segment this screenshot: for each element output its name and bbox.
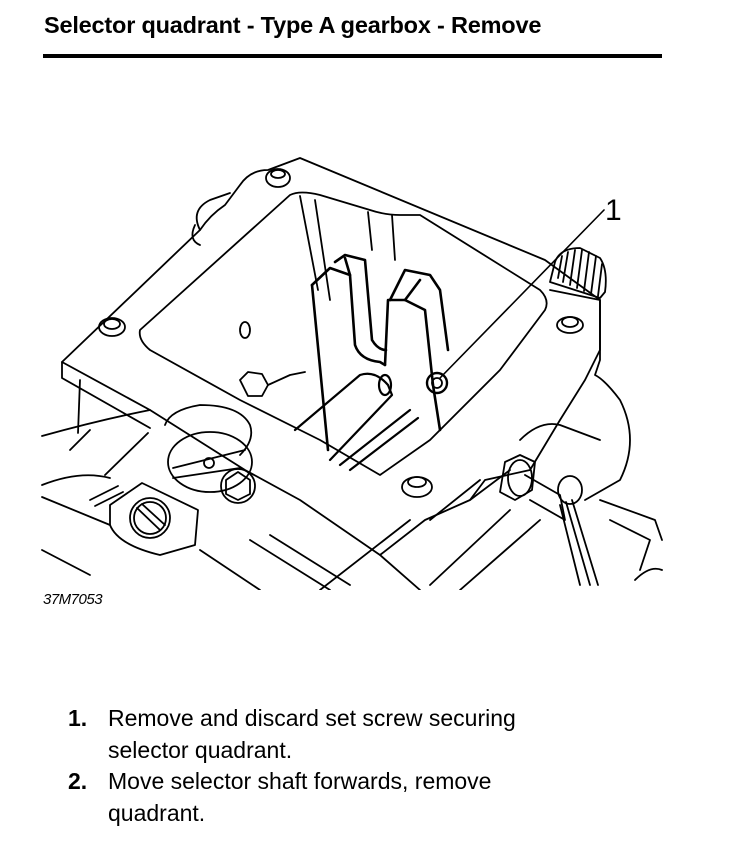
right-bracket xyxy=(519,289,663,581)
selector-quadrant xyxy=(310,253,450,452)
step-text: Move selector shaft forwards, remove qua… xyxy=(108,768,492,826)
breather-nut xyxy=(499,454,599,586)
step-number: 1. xyxy=(68,705,88,731)
title-underline xyxy=(43,54,662,58)
splined-shaft xyxy=(549,247,607,299)
page-title: Selector quadrant - Type A gearbox - Rem… xyxy=(44,12,542,38)
step-text: Remove and discard set screw securing se… xyxy=(108,705,516,763)
figure-reference: 37M7053 xyxy=(43,591,103,608)
callout-label-1: 1 xyxy=(605,194,622,227)
casing-lines-bottom xyxy=(199,469,541,590)
gearbox-illustration: 1 xyxy=(40,150,665,590)
slotted-plug xyxy=(109,482,199,556)
procedure-step: 1. Remove and discard set screw securing… xyxy=(68,703,588,766)
procedure-step: 2. Move selector shaft forwards, remove … xyxy=(68,766,588,829)
filler-plug xyxy=(164,404,256,504)
set-screw xyxy=(425,371,449,395)
callout-leader-line xyxy=(439,209,605,379)
procedure-steps: 1. Remove and discard set screw securing… xyxy=(68,703,588,829)
step-number: 2. xyxy=(68,768,88,794)
gearbox-casing xyxy=(61,157,601,556)
hex-bolt-left xyxy=(239,371,306,397)
casing-lines-left xyxy=(41,379,151,576)
bolt-bosses xyxy=(98,168,584,498)
selector-shaft xyxy=(293,372,420,472)
